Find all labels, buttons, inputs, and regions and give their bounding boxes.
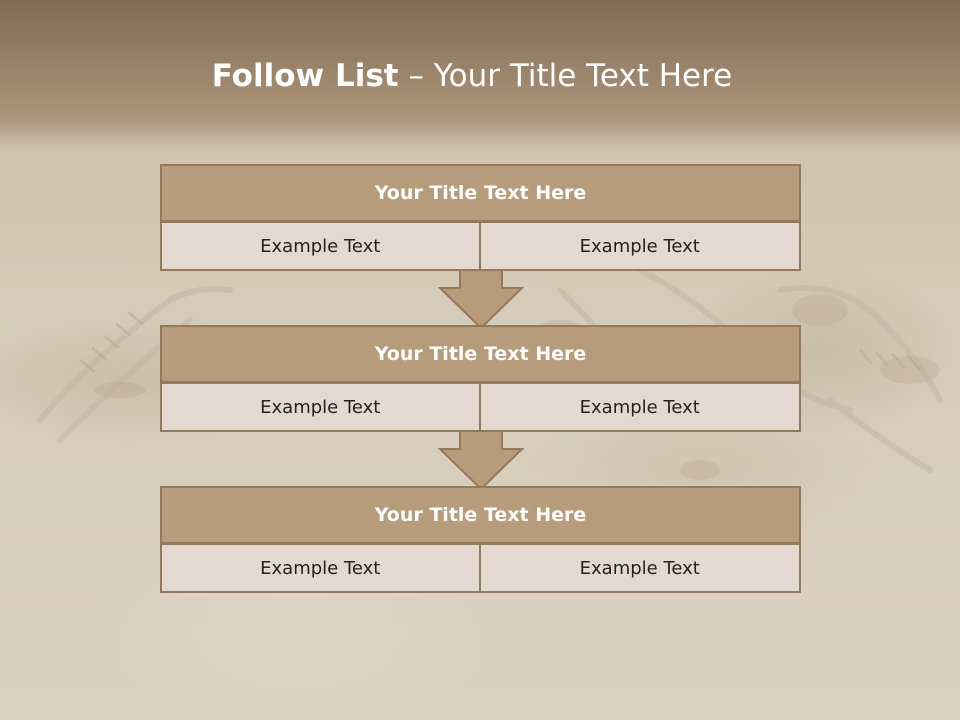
step-block-2: Your Title Text Here Example Text Exampl… (160, 325, 801, 432)
step-heading: Your Title Text Here (160, 486, 801, 544)
step-heading: Your Title Text Here (160, 164, 801, 222)
step-cell-right: Example Text (478, 221, 801, 271)
slide-title-bold: Follow List (211, 58, 399, 94)
step-cells-row: Example Text Example Text (160, 382, 801, 432)
step-cell-left: Example Text (160, 221, 481, 271)
step-block-1: Your Title Text Here Example Text Exampl… (160, 164, 801, 271)
step-cell-right: Example Text (478, 543, 801, 593)
step-cell-right: Example Text (478, 382, 801, 432)
step-cell-left: Example Text (160, 543, 481, 593)
down-arrow-icon (438, 269, 524, 330)
step-block-3: Your Title Text Here Example Text Exampl… (160, 486, 801, 593)
step-heading: Your Title Text Here (160, 325, 801, 383)
step-cells-row: Example Text Example Text (160, 543, 801, 593)
down-arrow-icon (438, 430, 524, 491)
slide-title: Follow List – Your Title Text Here (0, 56, 944, 96)
step-cell-left: Example Text (160, 382, 481, 432)
slide-title-rest: – Your Title Text Here (398, 58, 733, 94)
step-cells-row: Example Text Example Text (160, 221, 801, 271)
title-band (0, 0, 960, 150)
